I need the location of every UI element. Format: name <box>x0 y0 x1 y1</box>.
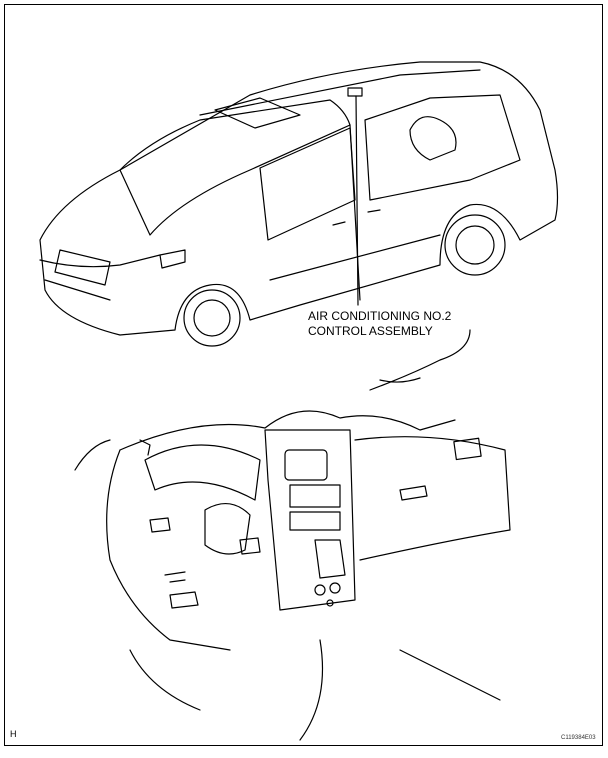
figure-frame <box>4 4 603 746</box>
callout-line-1: AIR CONDITIONING NO.2 <box>308 309 452 323</box>
figure-code: C119384E03 <box>561 735 596 741</box>
minivan-drawing <box>39 61 559 347</box>
corner-letter: H <box>10 729 17 739</box>
callout-label: AIR CONDITIONING NO.2 CONTROL ASSEMBLY <box>308 309 451 339</box>
callout-leader-line <box>355 95 359 306</box>
callout-line-2: CONTROL ASSEMBLY <box>308 324 433 338</box>
dashboard-drawing <box>74 329 511 741</box>
